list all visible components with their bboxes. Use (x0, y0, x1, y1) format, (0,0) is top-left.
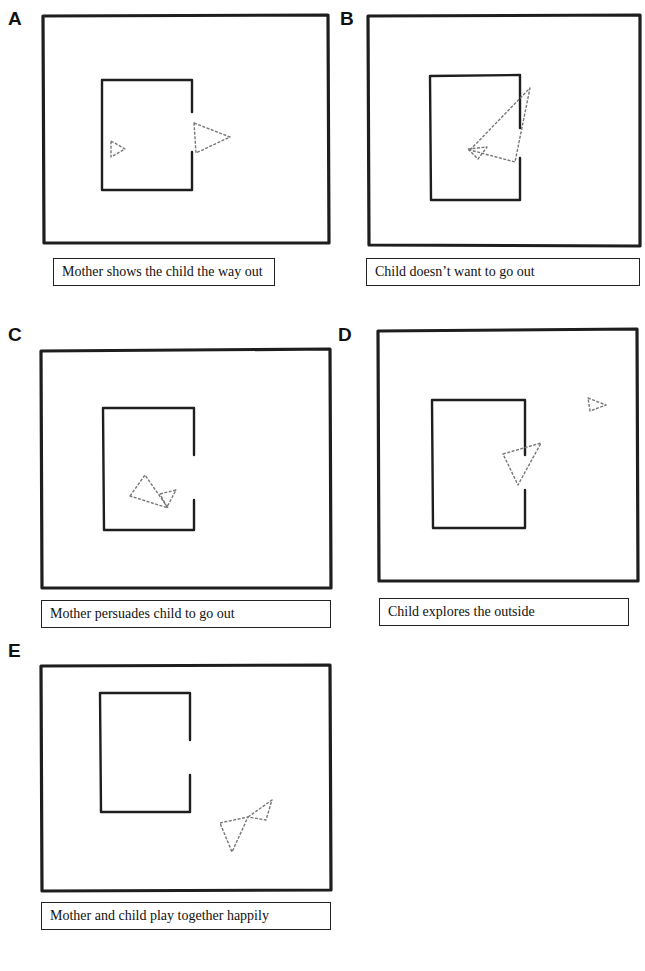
inner-room (430, 75, 520, 200)
panel-letter: B (340, 8, 354, 30)
outer-square (41, 349, 331, 588)
caption-text: Mother and child play together happily (50, 908, 322, 924)
small-triangle (468, 147, 487, 159)
panel-letter: A (8, 8, 22, 30)
outer-square (43, 15, 329, 243)
small-triangle (588, 398, 606, 411)
large-triangle (470, 88, 530, 162)
inner-room (432, 400, 525, 528)
inner-room (103, 408, 194, 530)
caption-box: Mother and child play together happily (41, 902, 331, 930)
caption-text: Mother shows the child the way out (62, 264, 266, 280)
large-triangle (220, 817, 248, 852)
large-triangle (194, 123, 230, 153)
panel-letter: C (8, 324, 22, 346)
caption-box: Child explores the outside (379, 598, 629, 626)
large-triangle (130, 475, 168, 508)
panel-letter: E (8, 640, 21, 662)
caption-text: Child doesn’t want to go out (375, 264, 631, 280)
inner-room (100, 693, 190, 812)
caption-box: Mother persuades child to go out (41, 600, 331, 628)
caption-box: Child doesn’t want to go out (366, 258, 640, 286)
caption-text: Child explores the outside (388, 604, 620, 620)
caption-box: Mother shows the child the way out (53, 258, 275, 286)
outer-square (378, 329, 638, 581)
outer-square (41, 665, 331, 891)
caption-text: Mother persuades child to go out (50, 606, 322, 622)
large-triangle (503, 443, 541, 485)
small-triangle (248, 800, 272, 820)
inner-room (102, 80, 192, 190)
outer-square (368, 15, 640, 246)
panel-letter: D (338, 324, 352, 346)
small-triangle (111, 141, 125, 157)
small-triangle (160, 490, 176, 507)
